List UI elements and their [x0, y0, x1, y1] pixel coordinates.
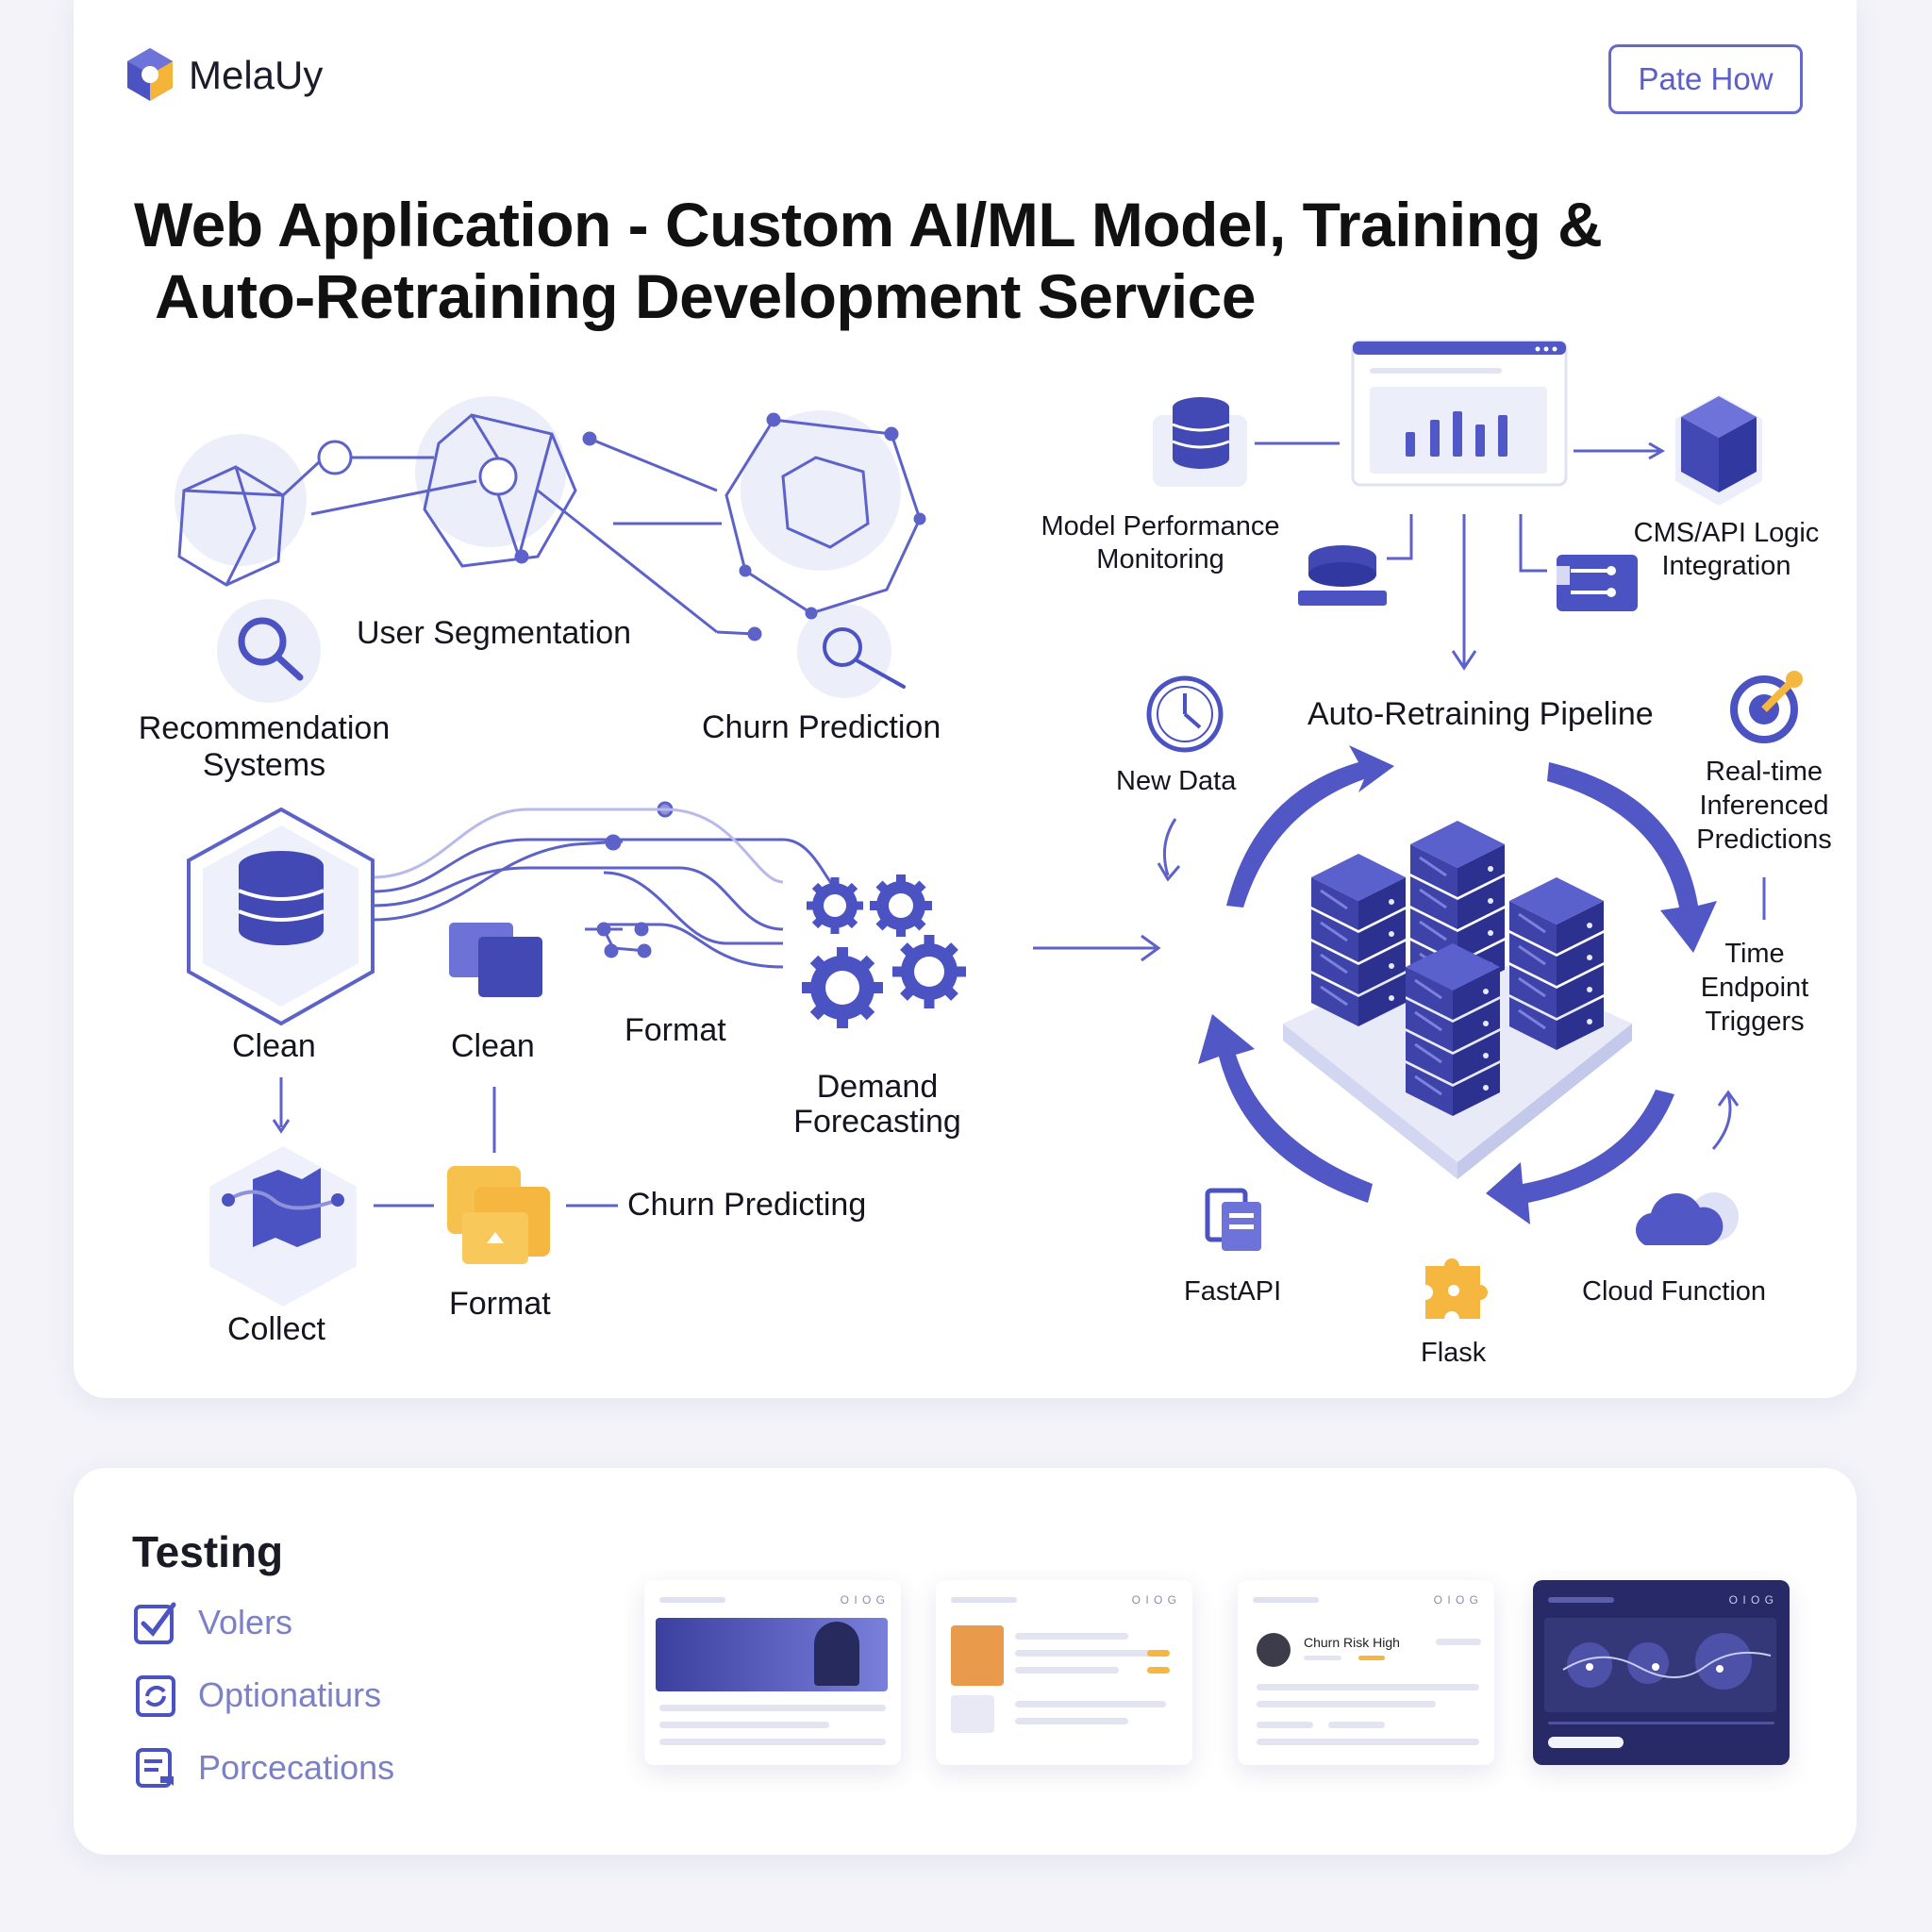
new-data-label: New Data [1116, 766, 1237, 796]
cms-api-label-1: CMS/API Logic [1633, 518, 1820, 548]
server-unit [1509, 877, 1604, 1050]
avatar [951, 1625, 1004, 1686]
pipeline-title: Auto-Retraining Pipeline [1307, 696, 1654, 732]
avatar [1257, 1633, 1291, 1667]
server-stack-group [1311, 821, 1604, 1116]
model-performance-label-2: Monitoring [1096, 544, 1224, 575]
cms-api-label-2: Integration [1661, 551, 1791, 581]
checkbox-icon [134, 1602, 176, 1644]
window-dots: O I O G [1433, 1593, 1479, 1607]
window-dots: O I O G [1131, 1593, 1177, 1607]
churn-predicting-label: Churn Predicting [627, 1187, 867, 1223]
realtime-label-1: Real-time [1705, 757, 1824, 787]
network-cluster-3 [724, 412, 926, 620]
cube-icon [1675, 394, 1762, 506]
format-label-1: Format [625, 1012, 726, 1048]
page-title: Web Application - Custom AI/ML Model, Tr… [134, 189, 1603, 332]
database-icon [1153, 397, 1247, 487]
demand-label-1: Demand [816, 1069, 939, 1105]
brand-logo-icon [127, 48, 173, 101]
testing-item-label: Volers [198, 1603, 293, 1641]
title-line-1: Web Application - Custom AI/ML Model, Tr… [134, 190, 1603, 259]
cta-button[interactable]: Pate How [1608, 44, 1803, 114]
preview-card-1[interactable]: O I O G [644, 1580, 901, 1765]
realtime-label-3: Predictions [1696, 824, 1832, 855]
model-performance-label-1: Model Performance [1041, 511, 1280, 541]
flask-label: Flask [1421, 1338, 1487, 1368]
time-label-1: Time [1724, 939, 1785, 969]
clock-icon [1146, 675, 1224, 753]
search-icon [238, 617, 304, 681]
realtime-label-2: Inferenced [1699, 791, 1829, 821]
thumbnail [951, 1695, 994, 1733]
window-dots: O I O G [1728, 1593, 1774, 1607]
window-dots: O I O G [840, 1593, 886, 1607]
user-segmentation-label: User Segmentation [357, 615, 632, 651]
fastapi-files-icon [1205, 1188, 1261, 1251]
cycle-arrows-icon [1198, 745, 1717, 1224]
server-unit [1311, 854, 1406, 1026]
testing-item-label: Optionatiurs [198, 1675, 382, 1714]
database-hexagon-icon [187, 807, 375, 1026]
gears-icon [802, 874, 966, 1028]
testing-item-optionatiurs[interactable]: Optionatiurs [132, 1669, 381, 1722]
preview-card-2[interactable]: O I O G [936, 1580, 1192, 1765]
testing-item-porcecations[interactable]: Porcecations [132, 1741, 394, 1794]
collect-label: Collect [227, 1311, 325, 1347]
churn-prediction-label: Churn Prediction [702, 709, 941, 745]
main-card [74, 0, 1857, 1398]
dashboard-window-icon [1351, 340, 1568, 487]
chat-doc-icon [136, 1748, 174, 1788]
brand-name: MelaUy [189, 53, 324, 97]
storage-drive-icon [1298, 545, 1387, 606]
recommendation-label-2: Systems [202, 747, 326, 783]
title-line-2: Auto-Retraining Development Service [155, 261, 1257, 331]
time-label-2: Endpoint [1700, 973, 1809, 1003]
avatar [814, 1622, 859, 1686]
integration-card-icon [1557, 555, 1638, 611]
refresh-doc-icon [136, 1675, 175, 1717]
cloud-icon [1636, 1192, 1739, 1245]
time-label-3: Triggers [1705, 1007, 1805, 1037]
lower-connectors [272, 934, 1161, 1208]
collect-map-icon [209, 1146, 357, 1307]
recommendation-label-1: Recommendation [138, 710, 391, 746]
testing-item-label: Porcecations [198, 1748, 395, 1787]
network-cluster-1 [177, 440, 477, 587]
format-label-2: Format [449, 1286, 551, 1322]
testing-item-volers[interactable]: Volers [132, 1596, 292, 1649]
clean-label-2: Clean [451, 1028, 535, 1064]
fastapi-label: FastAPI [1184, 1276, 1282, 1307]
target-icon [1730, 671, 1803, 743]
format-file-icon [447, 1166, 550, 1264]
preview-card-3[interactable]: O I O G Churn Risk High [1238, 1580, 1494, 1765]
clean-label-1: Clean [232, 1028, 316, 1064]
preview-card-4[interactable]: O I O G [1533, 1580, 1790, 1765]
server-unit [1406, 943, 1500, 1116]
network-cluster-2 [423, 413, 762, 641]
testing-title: Testing [132, 1527, 284, 1576]
network-preview-graphic [1544, 1618, 1776, 1712]
clean-squares-icon [449, 923, 542, 997]
search-icon [823, 627, 906, 689]
churn-risk-text: Churn Risk High [1304, 1635, 1400, 1650]
flask-puzzle-icon [1425, 1258, 1488, 1319]
cloud-function-label: Cloud Function [1582, 1276, 1767, 1307]
demand-label-2: Forecasting [793, 1104, 961, 1140]
top-connectors [1255, 441, 1666, 671]
